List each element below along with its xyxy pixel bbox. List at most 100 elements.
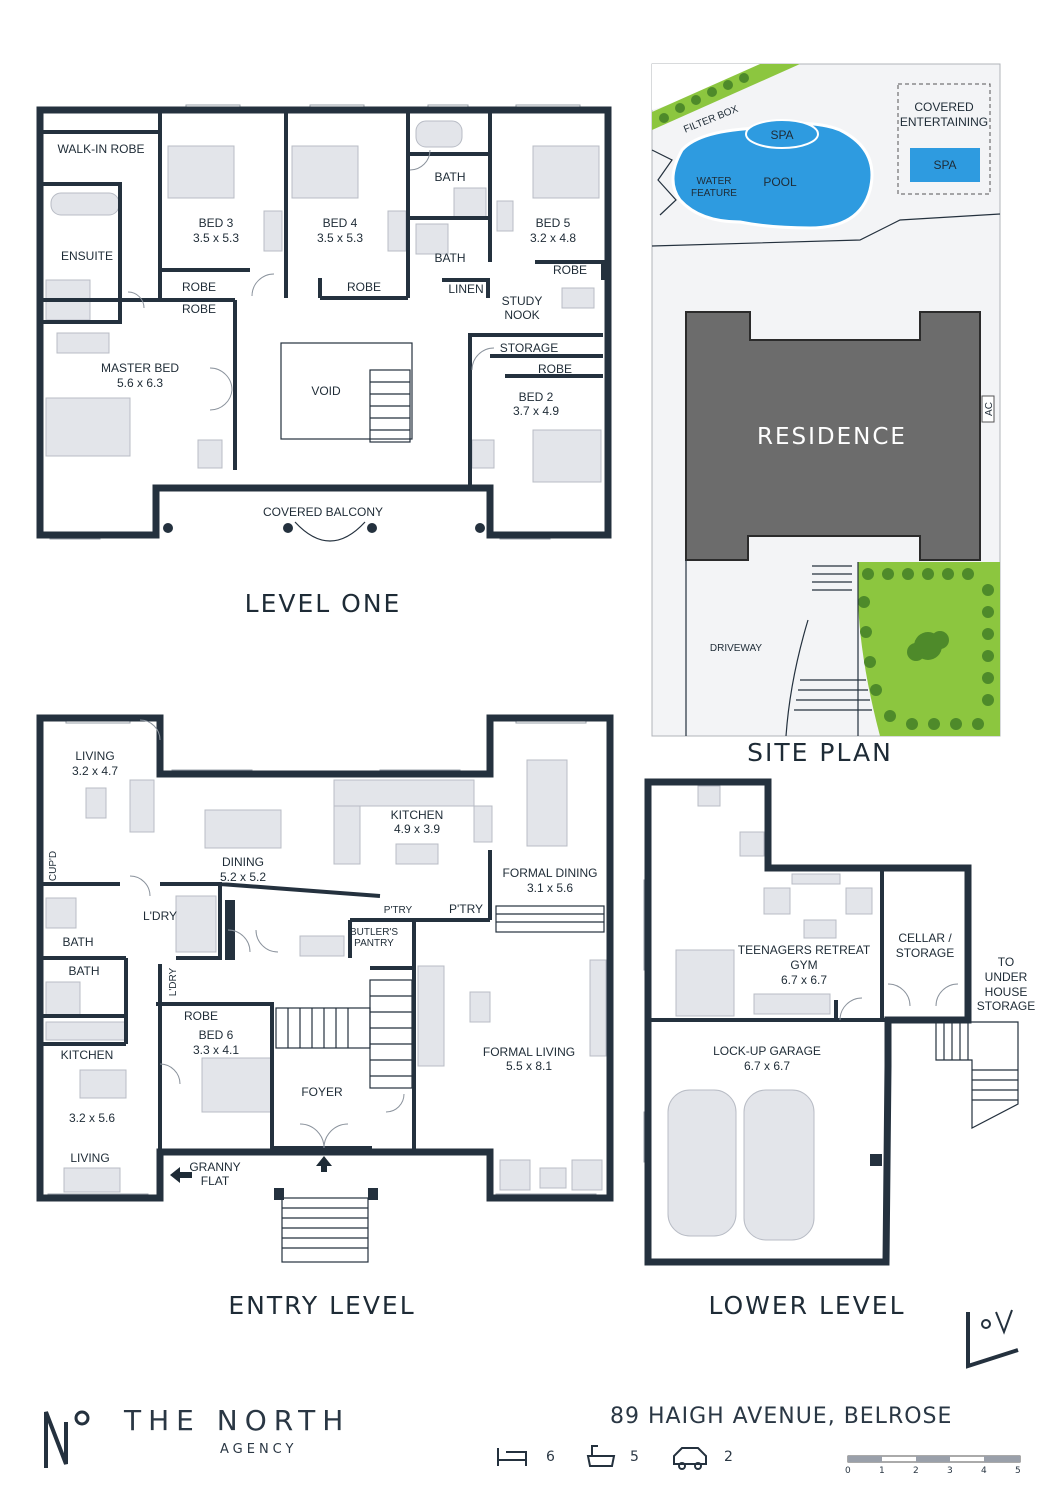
under-storage-label-4: STORAGE	[977, 999, 1035, 1013]
car-icon	[673, 1447, 707, 1470]
granny-kitchen-counter	[45, 1021, 127, 1041]
lower-interior-walls	[648, 868, 888, 1022]
master-sofa	[56, 332, 110, 354]
bed5-size: 3.2 x 4.8	[530, 231, 576, 245]
living-sofa	[129, 779, 155, 833]
north-logo-icon	[44, 1410, 90, 1468]
foyer-label: FOYER	[301, 1085, 343, 1099]
garage-label: LOCK-UP GARAGE	[713, 1044, 821, 1058]
pantry-label: P'TRY	[384, 905, 413, 916]
lower-outer-wall	[644, 778, 972, 1266]
entry-column	[368, 1188, 378, 1200]
void-label: VOID	[311, 384, 341, 398]
formal-living-cabinet	[589, 959, 607, 1057]
bed6-label: BED 6	[199, 1028, 234, 1042]
level-one-stairs	[369, 369, 411, 443]
dining-label: DINING	[222, 855, 264, 869]
scale-label-2: 2	[913, 1466, 919, 1476]
ensuite-bath-tub	[50, 192, 120, 216]
door-swing	[839, 997, 863, 1021]
bed4-size: 3.5 x 5.3	[317, 231, 363, 245]
master-bed	[45, 397, 131, 457]
bed4-robe-label: ROBE	[347, 280, 381, 294]
bed5-chair	[496, 200, 514, 232]
bath-tub	[415, 120, 463, 148]
entry-column	[274, 1188, 284, 1200]
bed2-bed	[532, 429, 602, 483]
brand-logo	[40, 1408, 112, 1470]
under-storage-label-3: HOUSE	[985, 985, 1028, 999]
bed2-chair	[471, 439, 495, 469]
retreat-chair	[845, 887, 873, 915]
granny-bath-label: BATH	[68, 964, 99, 978]
scale-label-3: 3	[947, 1466, 953, 1476]
living-table	[85, 787, 107, 819]
butlers-bench	[299, 935, 345, 957]
dining-size: 5.2 x 5.2	[220, 870, 266, 884]
site-garden-strip	[652, 64, 800, 130]
bed3-robe-label: ROBE	[182, 280, 216, 294]
covered-entertaining-area	[897, 83, 991, 195]
kitchen-bench-side	[333, 805, 361, 865]
door-swing	[385, 1093, 405, 1113]
bed-icon	[497, 1448, 527, 1466]
kitchen-size: 4.9 x 3.9	[394, 822, 440, 836]
armchair	[571, 1159, 603, 1191]
living-label: LIVING	[75, 749, 114, 763]
door-swing	[209, 389, 233, 411]
teen-retreat-label-2: GYM	[790, 958, 817, 972]
entry-outer-wall	[36, 714, 614, 1202]
balcony-post	[475, 523, 485, 533]
master-chair	[197, 439, 223, 469]
scale-bar	[847, 1455, 1021, 1463]
door-swing	[209, 367, 233, 391]
site-plan: FILTER BOX SPA POOL WATER FEATURE COVERE…	[651, 63, 1001, 767]
residence-block	[685, 311, 981, 561]
lawn-hedge	[858, 568, 994, 730]
retreat-sofa	[753, 993, 831, 1015]
door-swing	[139, 719, 161, 741]
void-outline	[280, 342, 413, 440]
retreat-bed	[675, 949, 735, 1017]
door-swing	[887, 983, 911, 1007]
ac-unit	[981, 395, 995, 423]
scale-label-4: 4	[981, 1466, 987, 1476]
door-swing	[409, 149, 431, 171]
water-feature-label-1: WATER	[697, 176, 732, 187]
brand-sub: AGENCY	[220, 1442, 298, 1457]
door-swing	[129, 875, 151, 897]
cellar-label-1: CELLAR /	[898, 931, 952, 945]
bed6-robe-label: ROBE	[184, 1009, 218, 1023]
site-plan-title: SITE PLAN	[747, 738, 893, 767]
front-steps	[794, 565, 872, 711]
granny-flat-label-1: GRANNY	[189, 1160, 240, 1174]
retreat-console	[791, 873, 841, 885]
under-storage-label-2: UNDER	[985, 970, 1028, 984]
bath-count: 5	[630, 1449, 639, 1465]
formal-living-label: FORMAL LIVING	[483, 1045, 575, 1059]
teen-retreat-label-1: TEENAGERS RETREAT	[738, 943, 871, 957]
door-swing	[255, 929, 279, 953]
bed5-robe-label: ROBE	[553, 263, 587, 277]
car-2	[743, 1089, 815, 1241]
cellar-label-2: STORAGE	[896, 946, 954, 960]
pool-fence	[651, 213, 1001, 247]
bath-icon	[586, 1445, 616, 1467]
car-1	[667, 1089, 737, 1237]
kitchen-island	[395, 843, 439, 865]
retreat-table	[803, 919, 837, 939]
spa-label: SPA	[933, 158, 956, 172]
laundry-bench	[175, 895, 217, 953]
driveway-edges	[685, 560, 859, 737]
bed6-size: 3.3 x 4.1	[193, 1043, 239, 1057]
granny-laundry-label: L'DRY	[168, 967, 179, 996]
walk-in-robe-label: WALK-IN ROBE	[58, 142, 145, 156]
granny-flat-arrow-icon	[170, 1167, 192, 1183]
spa-shape	[910, 148, 980, 182]
scale-label-0: 0	[845, 1466, 851, 1476]
bath-shower	[453, 187, 487, 219]
butlers-pantry-label-1: BUTLER'S	[350, 927, 398, 938]
storage-label: STORAGE	[500, 341, 558, 355]
residence-label: RESIDENCE	[757, 424, 907, 450]
